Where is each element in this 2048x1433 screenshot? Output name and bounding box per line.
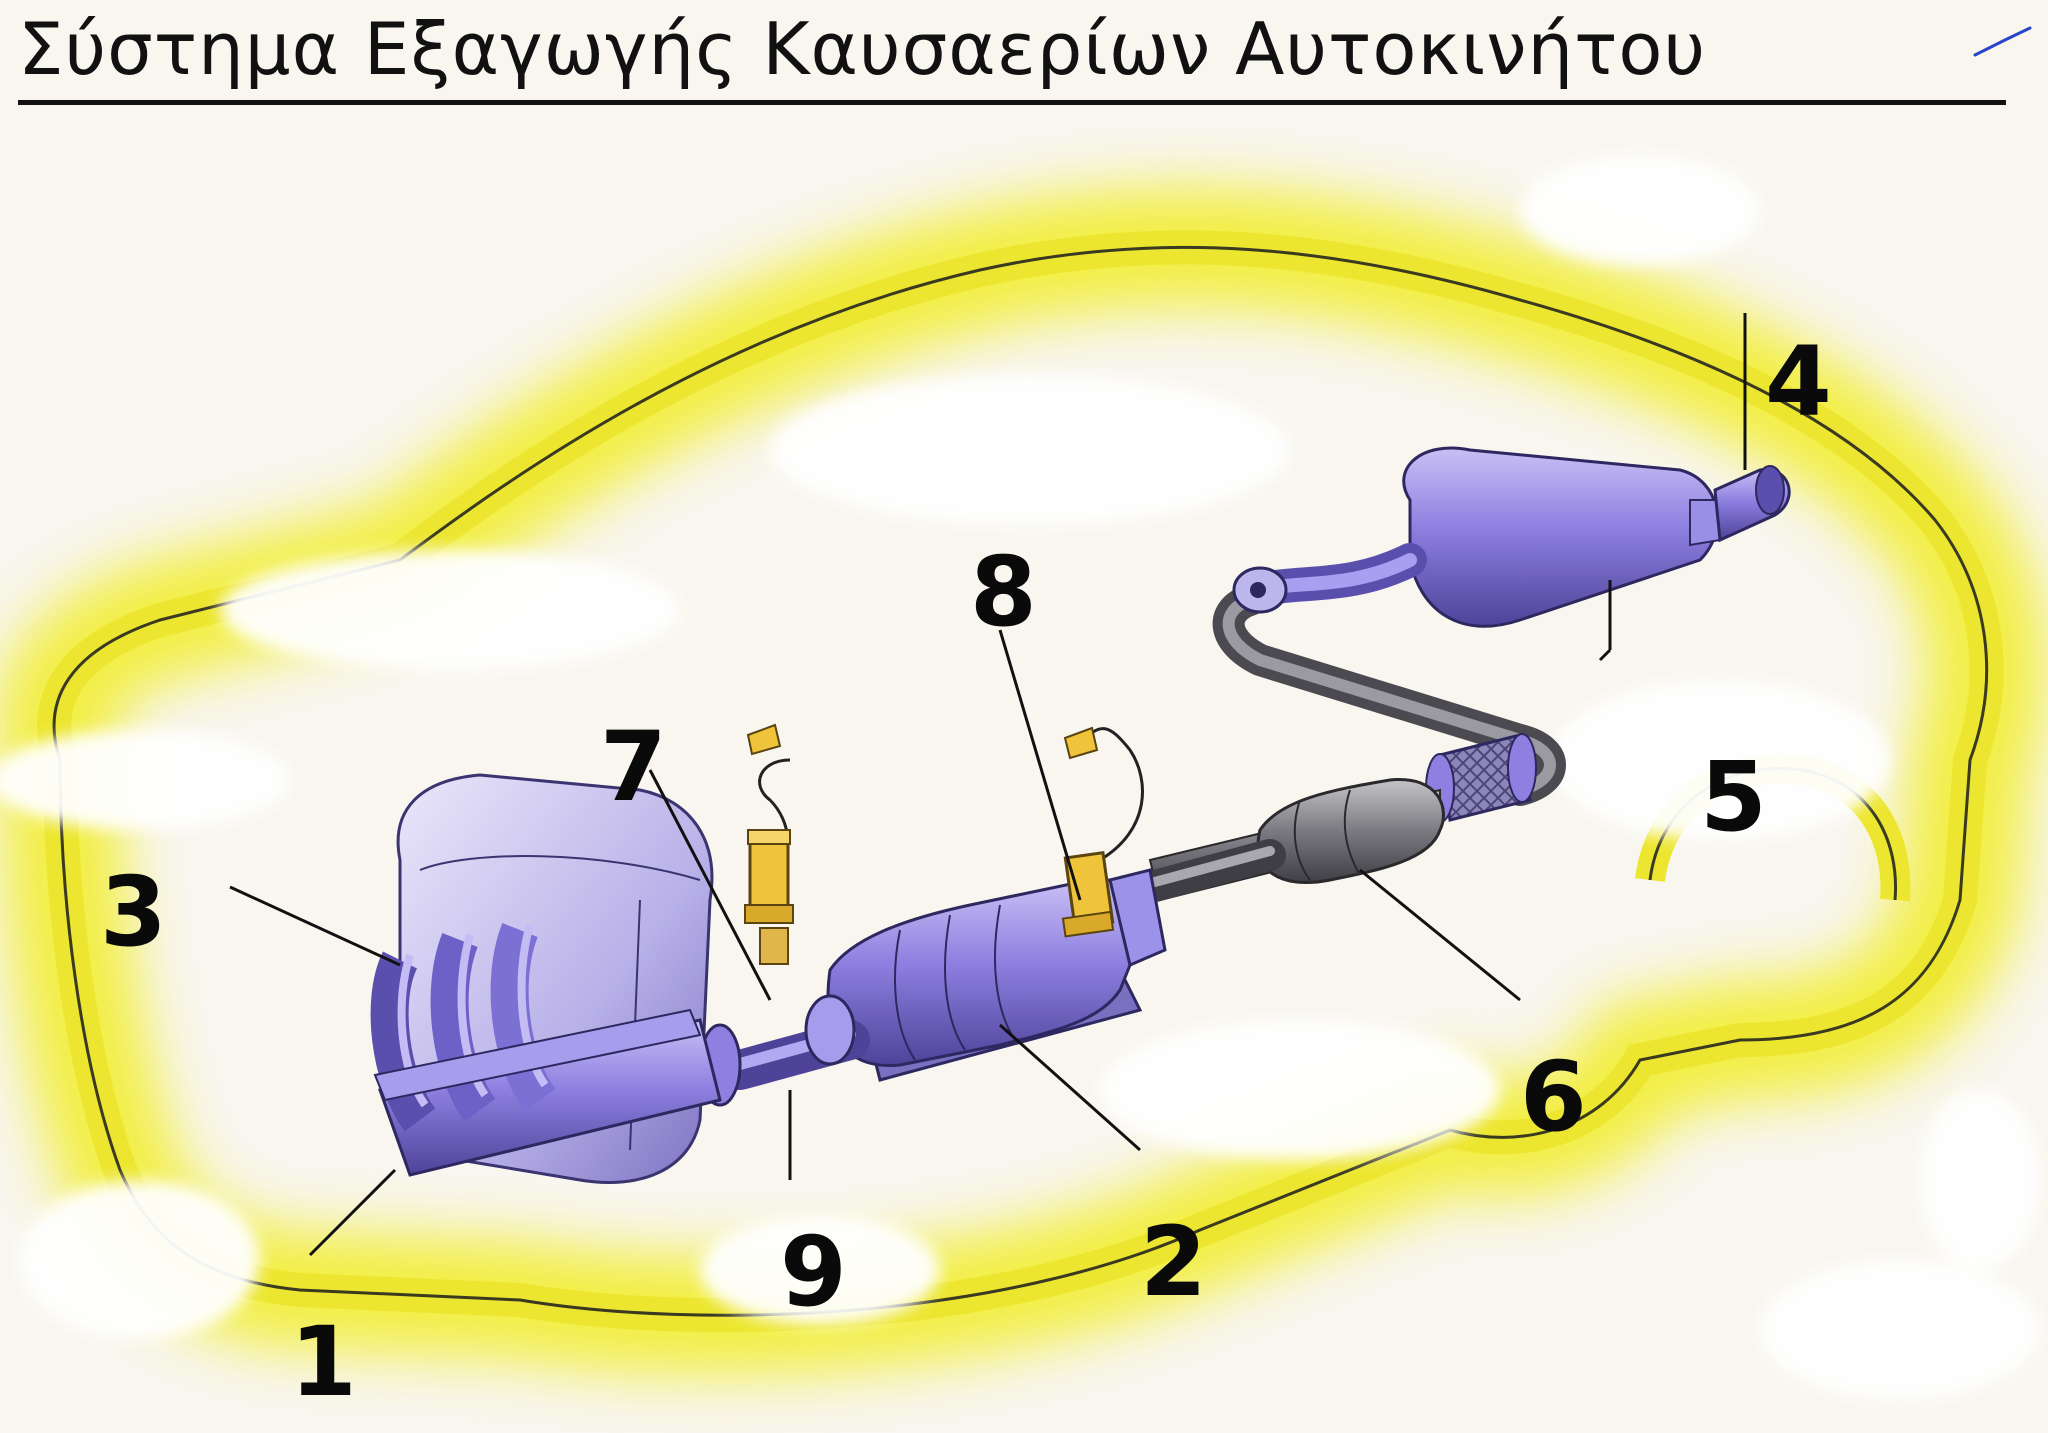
label-1: 1 (290, 1306, 357, 1418)
front-pipe (698, 994, 870, 1107)
leader-lines (229, 313, 1747, 1257)
front-oxygen-sensor (744, 723, 794, 965)
intermediate-pipe (1212, 543, 1566, 806)
label-6: 6 (1520, 1041, 1587, 1153)
rear-muffler (1402, 446, 1721, 628)
label-4: 4 (1765, 326, 1832, 438)
pen-mark (1973, 26, 2032, 57)
rear-oxygen-sensor (1061, 726, 1144, 938)
catalytic-converter (826, 868, 1167, 1082)
label-5: 5 (1700, 741, 1767, 853)
page-title: Σύστημα Εξαγωγής Καυσαερίων Αυτοκινήτου (18, 7, 1707, 91)
connecting-pipe (1124, 839, 1286, 906)
flex-joint (1425, 733, 1537, 823)
erased-smudges (0, 155, 2040, 1400)
label-2: 2 (1140, 1206, 1207, 1318)
title-underline (18, 100, 2006, 105)
label-8: 8 (970, 536, 1037, 648)
label-7: 7 (600, 711, 667, 823)
label-3: 3 (100, 856, 167, 968)
exhaust-manifold (370, 922, 722, 1177)
tailpipe (1713, 465, 1791, 543)
label-9: 9 (780, 1216, 847, 1328)
number-labels: 3 1 7 8 9 2 6 5 4 (100, 326, 1832, 1418)
